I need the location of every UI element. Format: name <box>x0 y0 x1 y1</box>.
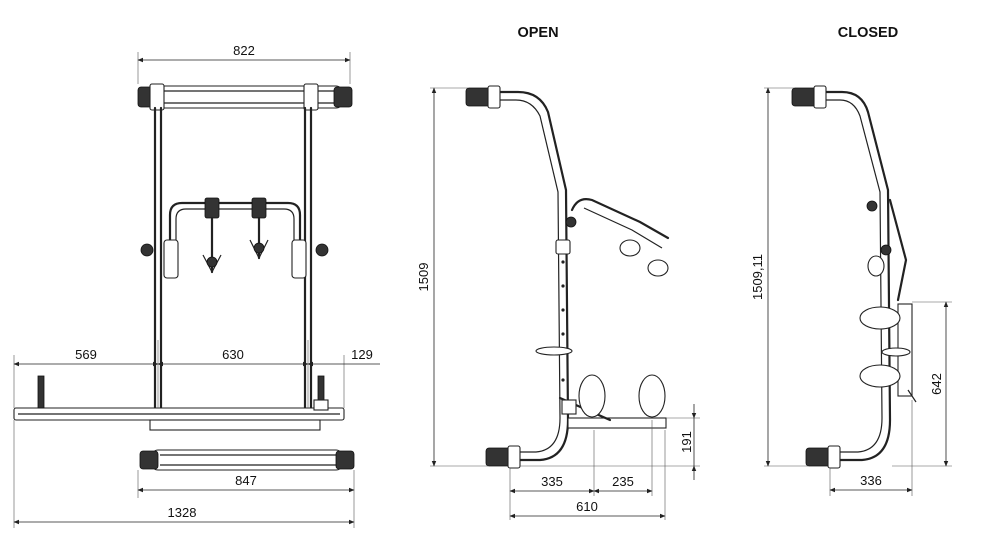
dimension-191: 191 <box>520 404 700 480</box>
dimension-642: 642 <box>892 301 952 467</box>
open-view: OPEN <box>416 25 700 520</box>
closed-view: CLOSED 1509,11 <box>750 25 952 496</box>
dim-platform-height-label: 191 <box>679 431 694 453</box>
dimension-chain-top: 569 630 129 <box>13 340 380 408</box>
dim-closed-height-label: 1509,11 <box>750 254 765 300</box>
dim-folded-height-label: 642 <box>929 373 944 395</box>
dim-open-height-label: 1509 <box>416 263 431 292</box>
dim-depth-b-label: 235 <box>612 474 634 489</box>
dim-depth-total-label: 610 <box>576 499 598 514</box>
dimension-336: 336 <box>829 400 913 496</box>
dim-right-overhang-label: 129 <box>351 347 373 362</box>
closed-title: CLOSED <box>838 25 898 41</box>
open-title: OPEN <box>517 25 558 41</box>
bottom-crossbar <box>139 449 355 471</box>
front-view: 822 569 630 129 847 1328 <box>13 43 380 528</box>
dimension-822: 822 <box>137 43 351 84</box>
dim-bottom-bar-label: 847 <box>235 473 257 488</box>
dim-total-width-label: 1328 <box>168 505 197 520</box>
dimension-1509-11: 1509,11 <box>750 87 808 467</box>
dim-closed-depth-label: 336 <box>860 473 882 488</box>
dimension-chain-open: 335 235 610 <box>509 420 666 520</box>
platform <box>13 375 345 431</box>
dimension-1328: 1328 <box>13 420 355 528</box>
dim-top-width-label: 822 <box>233 43 255 58</box>
open-frame <box>465 85 670 469</box>
dim-middle-label: 630 <box>222 347 244 362</box>
bike-holders <box>140 197 329 279</box>
dim-depth-a-label: 335 <box>541 474 563 489</box>
top-crossbar <box>137 83 353 111</box>
closed-frame <box>791 85 917 469</box>
dim-left-overhang-label: 569 <box>75 347 97 362</box>
dimension-1509: 1509 <box>416 87 488 467</box>
uprights <box>153 106 313 422</box>
dimension-847: 847 <box>137 470 355 498</box>
